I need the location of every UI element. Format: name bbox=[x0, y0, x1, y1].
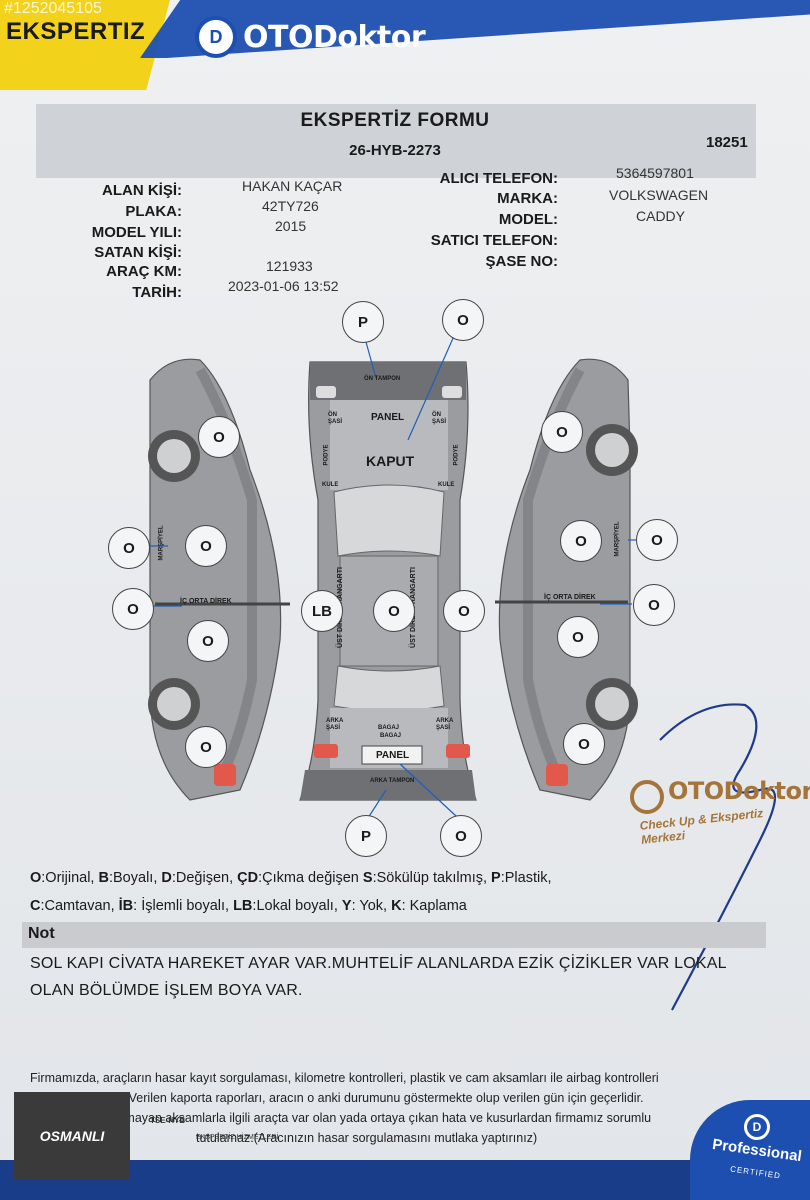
part-sag-ic-orta-direk: O bbox=[633, 584, 675, 626]
field-label-sase-no: ŞASE NO: bbox=[485, 253, 558, 270]
otodoktor-stamp-logo-icon bbox=[630, 770, 664, 814]
field-label-tarih: TARİH: bbox=[132, 284, 182, 301]
field-value-arac-km: 121933 bbox=[266, 258, 313, 274]
form-number: 18251 bbox=[706, 134, 748, 151]
footer-blue-band bbox=[0, 1160, 810, 1200]
label-marspiyel-left: MARŞPİYEL bbox=[158, 525, 165, 561]
part-on-tampon: P bbox=[342, 301, 384, 343]
form-header-bar: #1252045105 EKSPERTIZ D OTODoktor bbox=[0, 0, 810, 90]
field-value-plaka: 42TY726 bbox=[262, 198, 319, 214]
part-sag-on-camurluk: O bbox=[541, 411, 583, 453]
field-label-arac-km: ARAÇ KM: bbox=[106, 263, 182, 280]
part-sag-on-kapi: O bbox=[560, 520, 602, 562]
part-sol-ic-orta-direk: O bbox=[112, 588, 154, 630]
field-label-alan-kisi: ALAN KİŞİ: bbox=[102, 182, 182, 199]
field-label-model-yili: MODEL YILI: bbox=[91, 224, 182, 241]
otodoktor-brand-name: OTODoktor bbox=[243, 19, 426, 55]
part-tavan: O bbox=[373, 590, 415, 632]
label-kaput: KAPUT bbox=[366, 453, 415, 469]
ekspertiz-tag bbox=[0, 0, 170, 90]
form-plate-header: 26-HYB-2273 bbox=[349, 142, 441, 159]
legend-line-2: C:Camtavan, İB: İşlemli boyalı, LB:Lokal… bbox=[30, 898, 467, 914]
field-value-tarih: 2023-01-06 13:52 bbox=[228, 278, 339, 294]
part-sag-marspiyel: O bbox=[636, 519, 678, 561]
field-label-marka: MARKA: bbox=[497, 190, 558, 207]
part-tavan-sol: LB bbox=[301, 590, 343, 632]
part-kaput: O bbox=[442, 299, 484, 341]
otodoktor-logo: D OTODoktor bbox=[195, 14, 426, 60]
label-podye-right: PODYE bbox=[453, 444, 460, 466]
otodoktor-logo-icon: D bbox=[195, 16, 237, 58]
part-sag-arka-kapi: O bbox=[557, 616, 599, 658]
label-ic-orta-direk-left: İÇ ORTA DİREK bbox=[180, 598, 232, 605]
label-bagaj: BAGAJ bbox=[380, 733, 402, 739]
part-sag-arka-camurluk: O bbox=[563, 723, 605, 765]
tse-hyb-badge: TSE-HYB bbox=[150, 1116, 186, 1125]
disclaimer-line-3: Kontrolü yapılmayan aksamlarla ilgili ar… bbox=[48, 1111, 652, 1125]
part-tavan-sag: O bbox=[443, 590, 485, 632]
disclaimer-line-2: yapılmamaktadır. Verilen kaporta raporla… bbox=[30, 1091, 644, 1105]
label-kule-left: KULE bbox=[322, 482, 339, 488]
ekspertiz-label: EKSPERTIZ bbox=[6, 18, 146, 45]
field-value-marka: VOLKSWAGEN bbox=[609, 187, 709, 203]
part-sol-arka-kapi: O bbox=[187, 620, 229, 662]
label-on-sasi-left: ÖN ŞASİ bbox=[328, 412, 343, 425]
part-sol-on-camurluk: O bbox=[198, 416, 240, 458]
label-marspiyel-right: MARŞPİYEL bbox=[614, 521, 621, 557]
form-title: EKSPERTİZ FORMU bbox=[300, 110, 490, 131]
field-value-model-yili: 2015 bbox=[275, 218, 307, 234]
label-ic-orta-direk-right: İÇ ORTA DİREK bbox=[544, 594, 596, 601]
notes-label: Not bbox=[28, 925, 55, 942]
part-bagaj: O bbox=[440, 815, 482, 857]
label-arka-tampon: ARKA TAMPON bbox=[370, 778, 415, 784]
field-value-alici-telefon: 5364597801 bbox=[616, 165, 694, 181]
field-value-alan-kisi: HAKAN KAÇAR bbox=[242, 178, 343, 194]
label-arka-sasi-left: ARKA ŞASİ bbox=[326, 718, 344, 731]
part-arka-tampon: P bbox=[345, 815, 387, 857]
label-kule-right: KULE bbox=[438, 482, 455, 488]
legend-line-1: O:Orijinal, B:Boyalı, D:Değişen, ÇD:Çıkm… bbox=[30, 870, 552, 886]
stamp-brand: OTODoktor bbox=[668, 777, 810, 805]
label-bagaj-top: BAGAJ bbox=[378, 725, 400, 731]
field-value-model: CADDY bbox=[636, 208, 686, 224]
form-title-band bbox=[36, 104, 756, 178]
osmanli-dealer-logo: OSMANLI bbox=[14, 1092, 130, 1180]
disclaimer-line-4: tutulamaz.(Aracınızın hasar sorgulamasın… bbox=[196, 1131, 538, 1145]
label-arka-sasi-right: ARKA ŞASİ bbox=[436, 718, 454, 731]
field-label-model: MODEL: bbox=[498, 211, 558, 228]
field-label-alici-telefon: ALICI TELEFON: bbox=[439, 170, 558, 187]
watermark-id: #1252045105 bbox=[4, 0, 102, 17]
ekspertiz-services-badge: EKSPERTİZ HİZMETLERİ bbox=[196, 1134, 279, 1141]
label-on-sasi-right: ÖN ŞASİ bbox=[432, 412, 447, 425]
disclaimer-line-1: Firmamızda, araçların hasar kayıt sorgul… bbox=[30, 1071, 659, 1085]
label-on-tampon: ÖN TAMPON bbox=[364, 376, 401, 382]
notes-line-1: SOL KAPI CİVATA HAREKET AYAR VAR.MUHTELİ… bbox=[30, 955, 727, 972]
part-sol-arka-camurluk: O bbox=[185, 726, 227, 768]
field-label-satan-kisi: SATAN KİŞİ: bbox=[94, 244, 182, 261]
label-podye-left: PODYE bbox=[323, 444, 330, 466]
label-panel-bottom: PANEL bbox=[376, 750, 410, 761]
notes-line-2: OLAN BÖLÜMDE İŞLEM BOYA VAR. bbox=[30, 982, 303, 999]
field-label-plaka: PLAKA: bbox=[125, 203, 182, 220]
label-panel-top: PANEL bbox=[371, 412, 405, 423]
part-sol-marspiyel: O bbox=[108, 527, 150, 569]
part-sol-on-kapi: O bbox=[185, 525, 227, 567]
field-label-satici-telefon: SATICI TELEFON: bbox=[430, 232, 558, 249]
professional-badge-logo-icon: D bbox=[744, 1114, 770, 1140]
notes-header-bar bbox=[22, 922, 766, 948]
